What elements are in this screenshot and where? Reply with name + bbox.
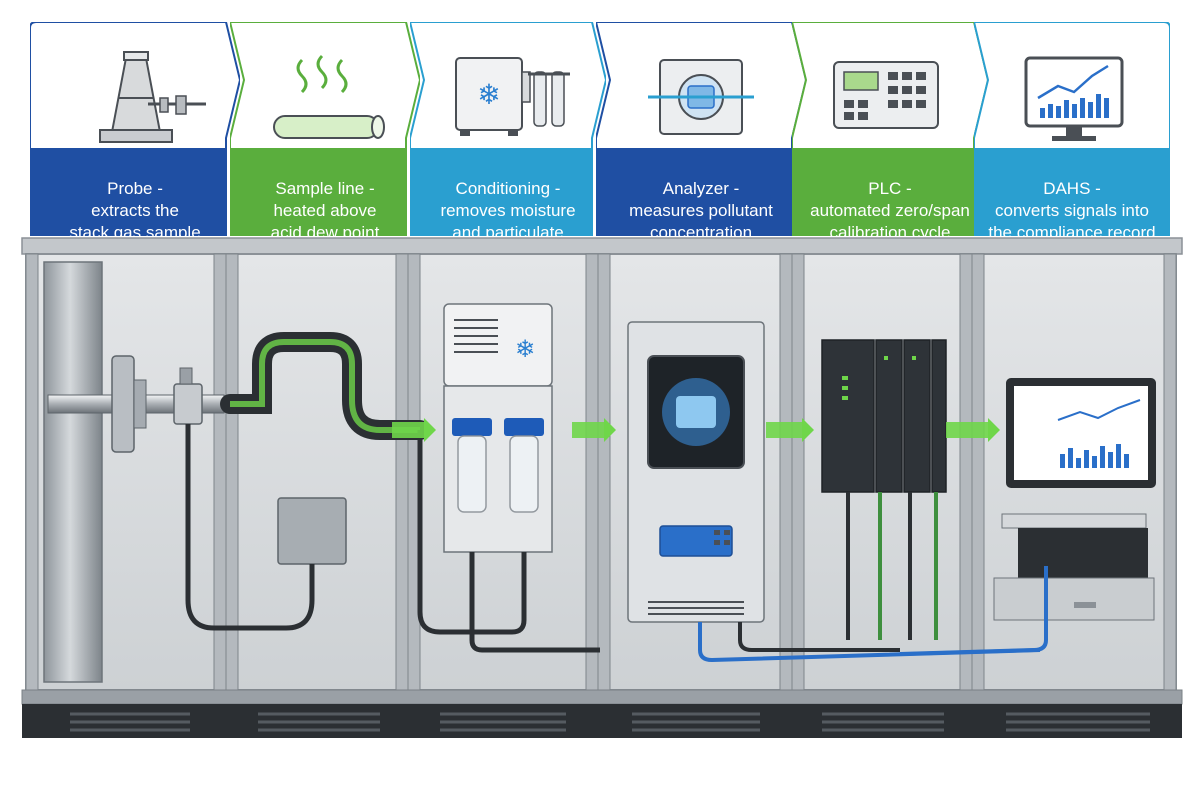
analyzer-cell-icon [648, 59, 754, 135]
flow-arrow [766, 418, 814, 442]
flow-arrow [392, 418, 436, 442]
svg-text:❄: ❄ [515, 335, 535, 363]
caption-line: automated zero/span [810, 201, 970, 220]
step-conditioning: ❄ Conditioning - removes moisture and pa… [410, 22, 606, 242]
step-dahs: DAHS - converts signals into the complia… [974, 22, 1170, 242]
dahs-workstation [899, 378, 1156, 656]
plc-controller-icon [833, 61, 939, 129]
flow-arrow [572, 418, 616, 442]
chiller-filter-icon: ❄ [455, 57, 570, 136]
caption-line: removes moisture [440, 201, 576, 220]
heated-line-icon [273, 54, 385, 139]
base-plinth [22, 704, 1182, 738]
svg-text:❄: ❄ [477, 78, 500, 111]
caption-line: DAHS - [1043, 179, 1101, 198]
caption-line: extracts the [91, 201, 179, 220]
flow-arrows [392, 418, 1000, 442]
caption-line: Conditioning - [455, 179, 561, 198]
caption-line: PLC - [868, 179, 912, 198]
caption-line: measures pollutant [629, 201, 773, 220]
step-sample-line: Sample line - heated above acid dew poin… [230, 22, 420, 242]
step-plc: PLC - automated zero/span calibration cy… [792, 22, 988, 242]
computer-monitor-icon [1024, 56, 1124, 141]
flow-arrow [946, 418, 1000, 442]
step-analyzer: Analyzer - measures pollutant concentrat… [596, 22, 806, 242]
caption-line: Analyzer - [662, 179, 740, 198]
stack-duct [43, 261, 103, 683]
caption-line: heated above [273, 201, 377, 220]
top-rail [21, 237, 1183, 255]
heated-sample-line [220, 332, 430, 631]
junction-box [277, 497, 347, 565]
stack-probe-icon [99, 51, 206, 143]
vent-slots [70, 712, 1150, 732]
conditioning-unit: ❄ [417, 303, 600, 653]
caption-line: Sample line - [275, 179, 375, 198]
caption-line: converts signals into [994, 201, 1150, 220]
plc-rack [821, 339, 947, 640]
analyzer-cabinet [627, 321, 1041, 663]
caption-line: Probe - [107, 179, 163, 198]
